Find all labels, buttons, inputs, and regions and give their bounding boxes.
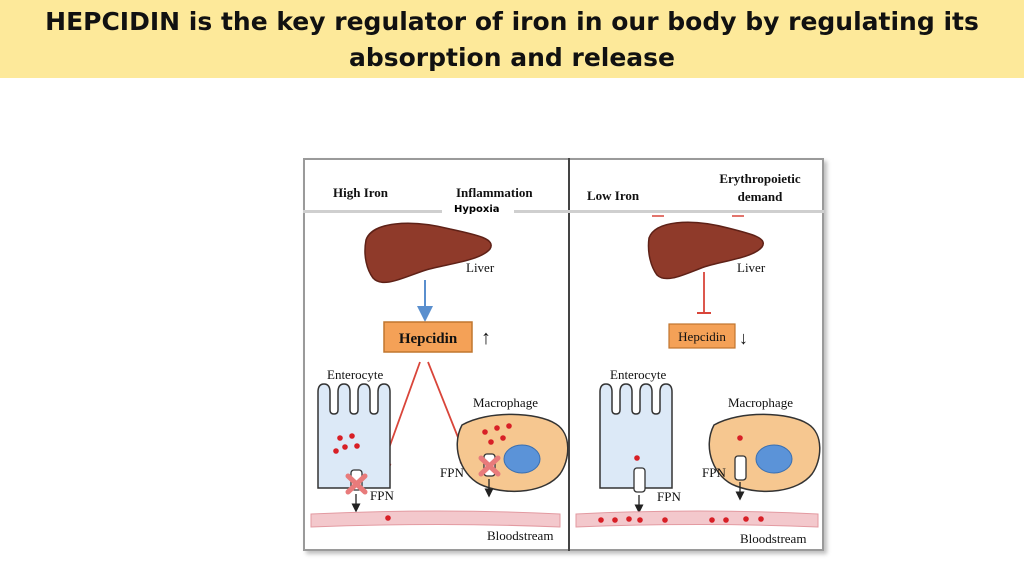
blocked-x-enterocyte-left — [345, 473, 368, 495]
erythropoietic-label-line2: demand — [738, 189, 784, 204]
fpn-label-enterocyte-left: FPN — [370, 488, 394, 503]
macrophage-label-right: Macrophage — [728, 395, 793, 410]
low-iron-label: Low Iron — [587, 188, 640, 203]
enterocyte-label-right: Enterocyte — [610, 367, 667, 382]
bloodstream-label-right: Bloodstream — [740, 531, 806, 546]
blocked-x-macrophage-left — [478, 455, 501, 477]
fpn-label-macrophage-left: FPN — [440, 465, 464, 480]
title-banner: HEPCIDIN is the key regulator of iron in… — [0, 0, 1024, 78]
macrophage-nucleus-right — [755, 444, 793, 474]
hepcidin-box-left — [383, 321, 473, 353]
enterocyte-label-left: Enterocyte — [327, 367, 384, 382]
hepcidin-up-arrow: ↑ — [481, 327, 491, 349]
iron-dot-enterocyte-right — [634, 455, 640, 461]
enterocyte-cell-right — [599, 383, 673, 489]
fpn-label-macrophage-right: FPN — [702, 465, 726, 480]
panel-divider — [568, 158, 570, 551]
hepcidin-label-left: Hepcidin — [399, 331, 458, 347]
iron-dot-macrophage-right — [737, 435, 743, 441]
fpn-label-enterocyte-right: FPN — [657, 489, 681, 504]
hepcidin-box-right — [668, 323, 736, 349]
iron-dots-enterocyte-left — [333, 433, 360, 454]
iron-dot-bloodstream-left — [385, 515, 391, 521]
iron-dots-bloodstream-right — [598, 516, 764, 523]
high-iron-label: High Iron — [333, 185, 389, 200]
bloodstream-left — [310, 510, 561, 528]
macrophage-label-left: Macrophage — [473, 395, 538, 410]
inflammation-label: Inflammation — [456, 185, 533, 200]
liver-label-right: Liver — [737, 260, 766, 275]
erythropoietic-label-line1: Erythropoietic — [719, 171, 801, 186]
overlay-rule — [303, 210, 824, 213]
macrophage-nucleus-left — [503, 444, 541, 474]
slide-title: HEPCIDIN is the key regulator of iron in… — [45, 7, 979, 72]
liver-label-left: Liver — [466, 260, 495, 275]
hypoxia-label: Hypoxia — [442, 203, 514, 217]
bloodstream-label-left: Bloodstream — [487, 528, 553, 543]
liver-right — [647, 221, 764, 280]
hepcidin-down-arrow: ↓ — [739, 328, 748, 348]
fpn-transporter-macrophage-right — [734, 455, 747, 481]
hepcidin-label-right: Hepcidin — [678, 329, 726, 344]
liver-left — [364, 222, 492, 284]
bloodstream-right — [575, 510, 819, 528]
fpn-transporter-enterocyte-right — [633, 467, 646, 493]
iron-dots-macrophage-left — [482, 423, 512, 445]
